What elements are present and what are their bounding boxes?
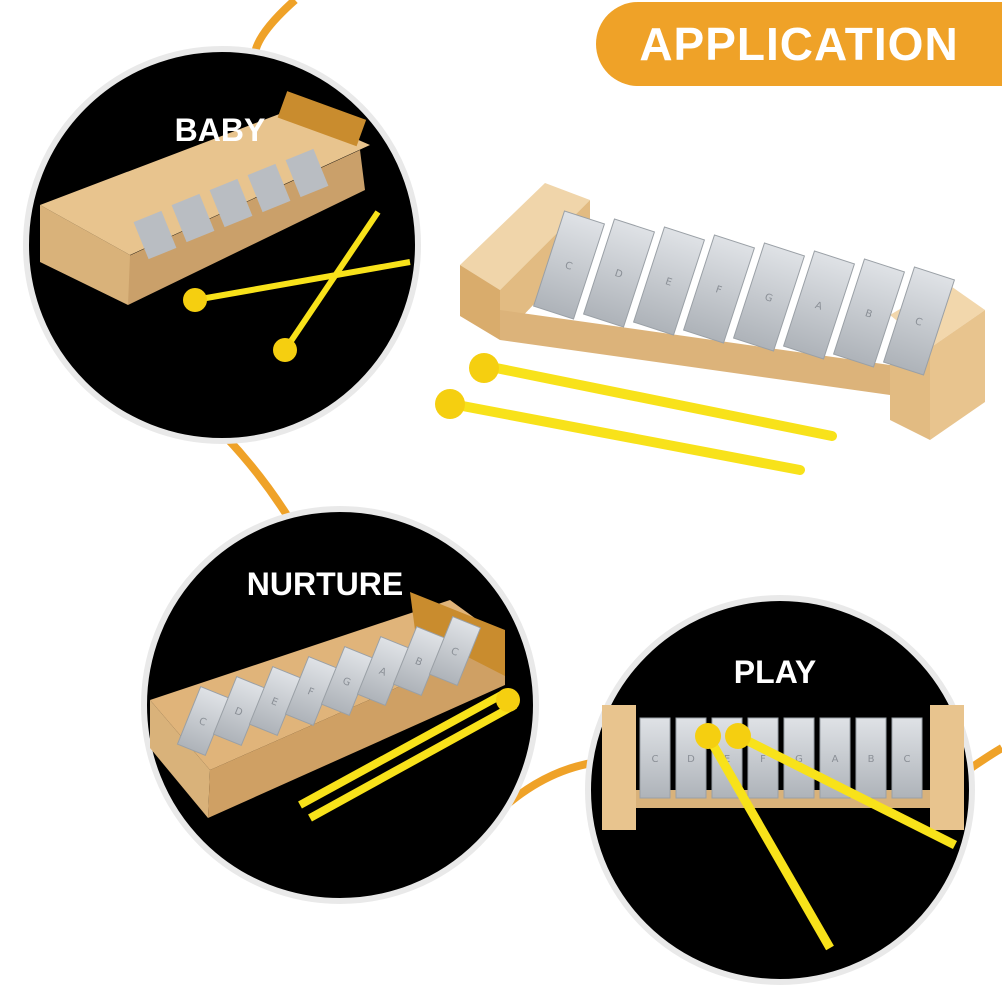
xylophone-main-image: C D E F G A B C [435, 183, 985, 475]
main-note-label-2: D [613, 268, 624, 281]
main-bar-6 [782, 250, 856, 360]
play-bar-7 [855, 717, 887, 799]
circle-nurture: C D E F G A B C [141, 506, 539, 904]
xylophone-image-nurture: C D E F G A B C [150, 592, 520, 822]
play-note-label-8: C [904, 754, 911, 765]
main-bar-4 [682, 234, 756, 344]
main-bar-2 [582, 218, 656, 328]
nurture-note-label-5: G [341, 676, 352, 689]
main-bar-3 [632, 226, 706, 336]
main-note-label-3: E [664, 276, 673, 288]
main-bar-5 [732, 242, 806, 352]
nurture-note-label-6: A [377, 666, 388, 679]
main-note-label-8: C [914, 316, 924, 329]
main-note-label-1: C [564, 260, 574, 273]
circle-baby [23, 46, 421, 444]
label-baby: BABY [174, 112, 266, 148]
play-note-label-2: D [687, 754, 695, 765]
play-note-label-6: A [832, 754, 839, 765]
label-play: PLAY [733, 654, 817, 690]
nurture-bar-8 [428, 615, 482, 687]
label-nurture: NURTURE [246, 566, 404, 602]
main-bar-8 [882, 266, 956, 376]
main-bar-1 [532, 210, 606, 320]
play-note-label-3: E [724, 754, 730, 765]
main-note-label-6: A [814, 300, 824, 313]
play-bar-8 [891, 717, 923, 799]
play-note-label-5: G [795, 754, 803, 765]
application-banner: APPLICATION [596, 2, 1002, 86]
decor-arc-middle [222, 433, 294, 523]
banner-title: APPLICATION [639, 18, 959, 70]
nurture-note-label-3: E [269, 696, 279, 709]
main-note-label-7: B [864, 308, 874, 321]
play-bar-1 [639, 717, 671, 799]
main-bar-7 [832, 258, 906, 368]
nurture-note-label-7: B [413, 656, 424, 669]
nurture-note-label-2: D [233, 706, 245, 719]
main-note-label-4: F [714, 284, 723, 296]
nurture-note-label-4: F [306, 686, 316, 698]
play-note-label-1: C [652, 754, 659, 765]
nurture-note-label-8: C [449, 646, 460, 659]
play-note-label-4: F [760, 754, 766, 765]
nurture-note-label-1: C [197, 716, 208, 729]
xylophone-image-baby [40, 91, 411, 362]
main-note-label-5: G [763, 292, 774, 305]
play-note-label-7: B [868, 754, 875, 765]
